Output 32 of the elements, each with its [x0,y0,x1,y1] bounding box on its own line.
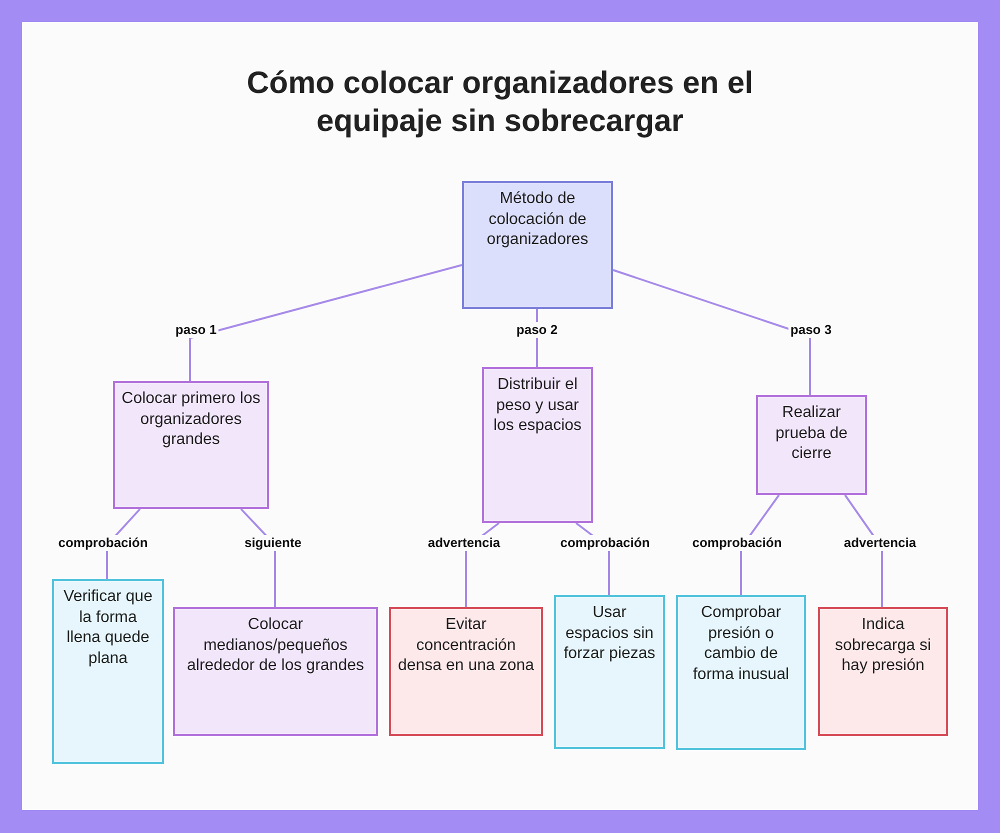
box-text: Colocar medianos/pequeños alrededor de los grandes [186,615,365,676]
edge-label: comprobación [558,535,652,551]
box-text: Evitar concentración densa en una zona [397,615,535,676]
process-box [676,595,806,750]
box-text: Usar espacios sin forzar piezas [562,603,656,664]
edge-label: comprobación [690,535,784,551]
process-box [113,381,269,509]
edge-label: paso 3 [788,322,834,338]
box-text: Indica sobrecarga si hay presión [834,615,932,676]
box-text: Colocar primero los organizadores grandes [121,389,261,450]
process-box [462,181,613,309]
edge-label: comprobación [56,535,150,551]
process-box [389,607,543,736]
edge-label: advertencia [842,535,918,551]
box-text: Realizar prueba de cierre [774,403,849,464]
edge-label: advertencia [426,535,502,551]
box-text: Verificar que la forma llena quede plana [62,587,154,668]
process-box [818,607,948,736]
connector-line [612,269,811,395]
box-text: Método de colocación de organizadores [486,189,590,250]
edge-label: paso 2 [514,322,560,338]
box-text: Distribuir el peso y usar los espacios [492,375,583,436]
diagram-title: Cómo colocar organizadores en el equipaje sin sobrecargar [246,64,754,140]
process-box [756,395,867,495]
process-box [554,595,665,749]
edge-label: paso 1 [173,322,219,338]
process-box [52,579,164,764]
edge-label: siguiente [242,535,304,551]
box-text: Comprobar presión o cambio de forma inusual [692,603,790,684]
connector-line [189,264,462,381]
process-box [173,607,378,736]
process-box [482,367,593,523]
